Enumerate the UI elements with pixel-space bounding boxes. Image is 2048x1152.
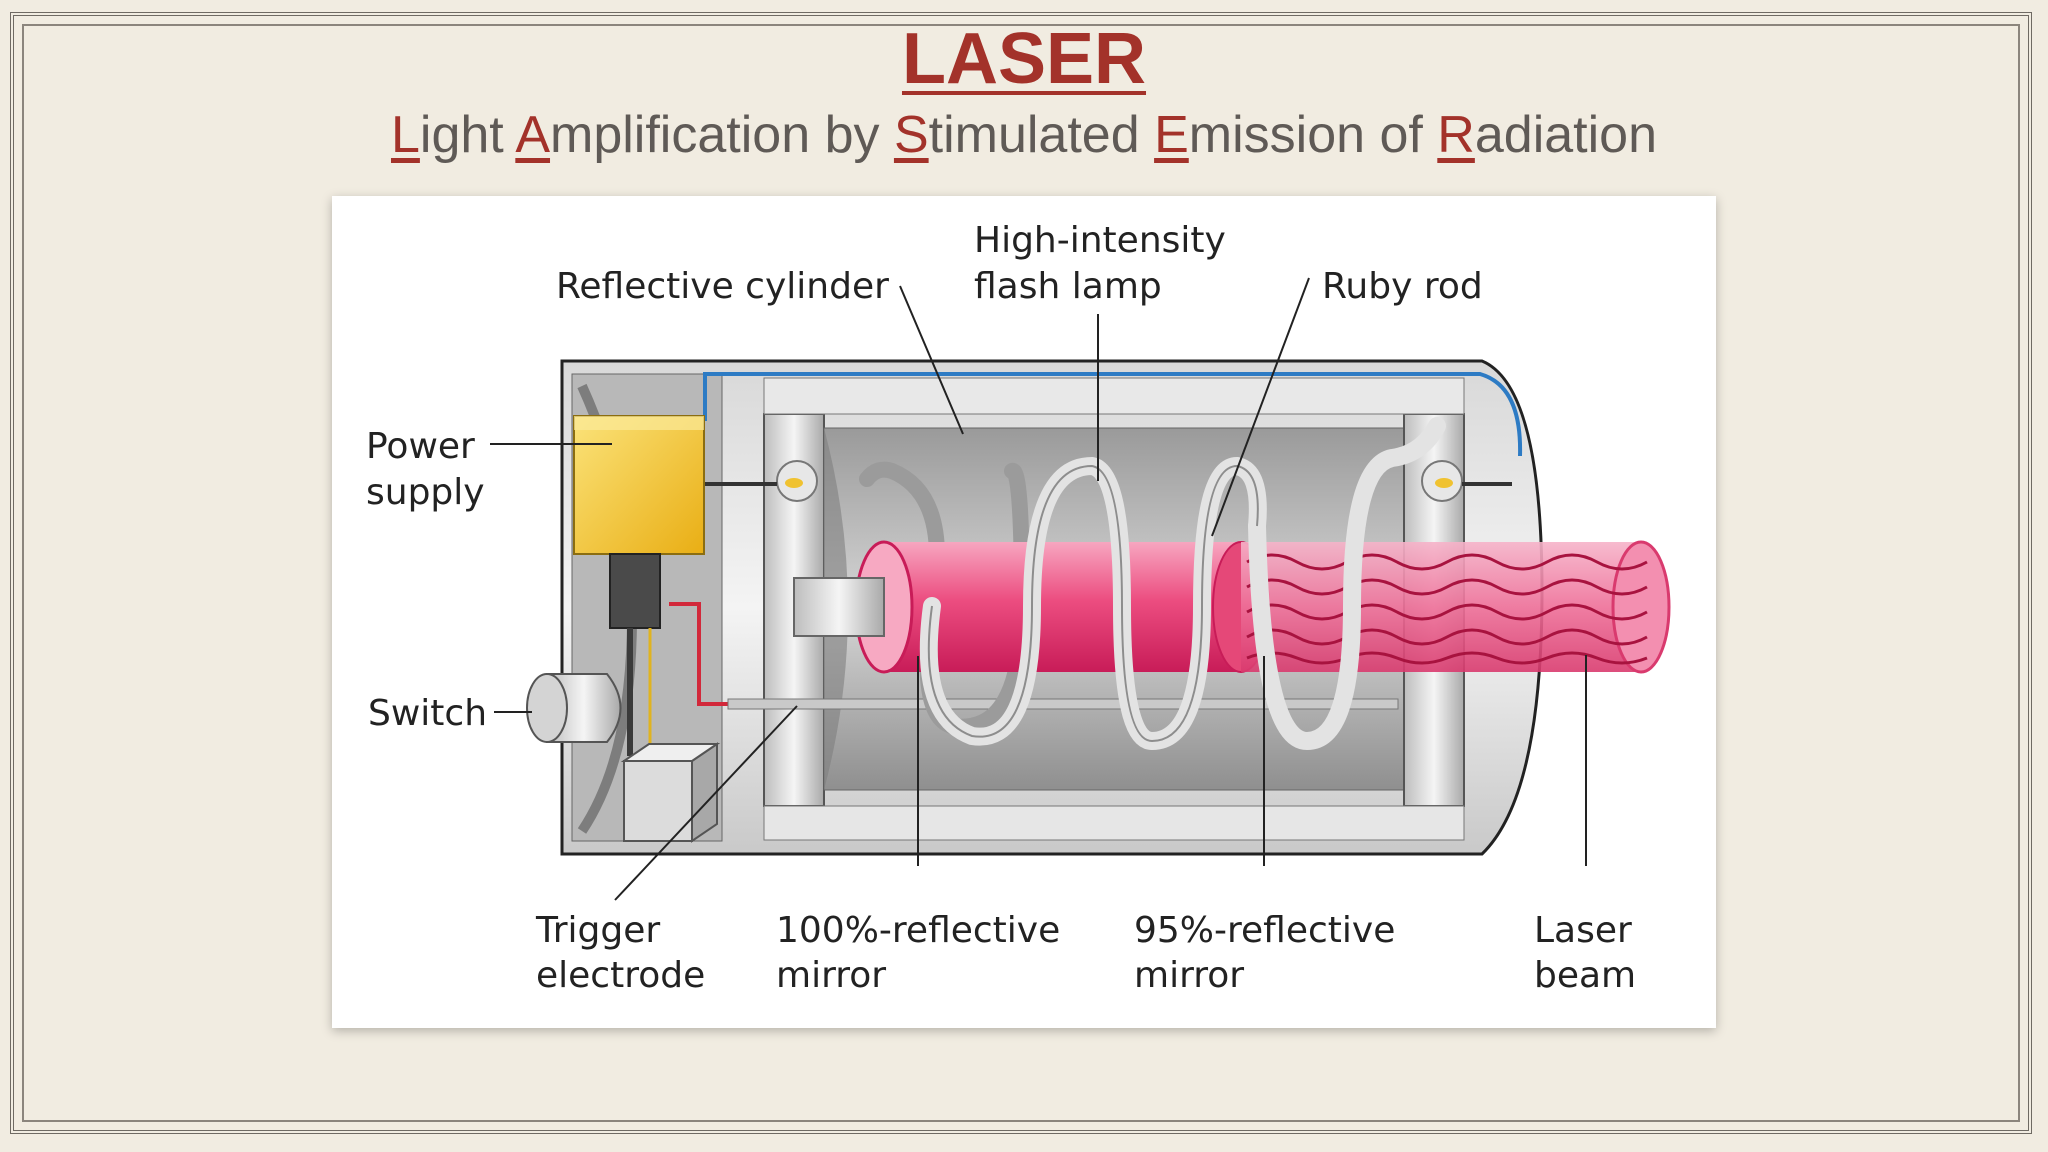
laser-beam: [1241, 540, 1671, 674]
label-mirror-100-line2: mirror: [776, 955, 886, 996]
lamp-electrode-left: [704, 460, 818, 502]
label-ruby-rod: Ruby rod: [1322, 266, 1483, 307]
power-cable: [609, 553, 661, 629]
leader-trigger-electrode: [614, 705, 798, 901]
top-rail: [763, 377, 1465, 415]
switch-body: [526, 673, 622, 743]
power-supply: [573, 415, 705, 555]
bottom-rail: [763, 805, 1465, 841]
label-flash-lamp-line2: flash lamp: [974, 266, 1162, 307]
trigger-wire-red: [669, 602, 728, 706]
ruby-laser-diagram: Reflective cylinder High-intensity flash…: [366, 220, 1671, 996]
label-mirror-100-line1: 100%-reflective: [776, 910, 1060, 951]
subtitle-text-5: adiation: [1474, 106, 1658, 164]
label-reflective-cylinder: Reflective cylinder: [556, 266, 889, 307]
leader-reflective-cylinder: [899, 285, 964, 435]
trigger-electrode-box: [620, 742, 721, 843]
leader-ruby-rod: [1211, 277, 1310, 537]
acronym-letter-r: R: [1437, 106, 1475, 164]
label-trigger-line2: electrode: [536, 955, 705, 996]
label-trigger-line1: Trigger: [535, 910, 660, 951]
leader-lines: [490, 277, 1587, 901]
label-power-supply-line1: Power: [366, 426, 475, 467]
mirror-100-support: [793, 577, 885, 637]
slide-title: LASER: [901, 19, 1147, 99]
slide-subtitle: Light Amplification by Stimulated Emissi…: [0, 105, 2048, 165]
label-power-supply-line2: supply: [366, 472, 485, 513]
acronym-letter-a: A: [515, 106, 551, 164]
flash-lamp-coil-outline: [927, 464, 1259, 743]
label-laser-beam-line2: beam: [1534, 955, 1636, 996]
subtitle-text-1: ight: [419, 106, 516, 164]
lamp-electrode-right: [1421, 460, 1512, 502]
ruby-rod: [854, 540, 1270, 674]
label-switch: Switch: [368, 693, 487, 734]
label-mirror-95-line1: 95%-reflective: [1134, 910, 1395, 951]
trigger-rod: [727, 698, 1399, 710]
label-flash-lamp-line1: High-intensity: [974, 220, 1226, 261]
acronym-letter-s: S: [893, 106, 929, 164]
subtitle-text-2: mplification by: [550, 106, 894, 164]
subtitle-text-4: mission of: [1188, 106, 1438, 164]
subtitle-text-3: timulated: [928, 106, 1155, 164]
label-mirror-95-line2: mirror: [1134, 955, 1244, 996]
acronym-letter-e: E: [1154, 106, 1189, 164]
power-wire-blue: [703, 372, 1523, 457]
diagram-panel: Reflective cylinder High-intensity flash…: [332, 196, 1716, 1028]
acronym-letter-l: L: [390, 106, 420, 164]
label-laser-beam-line1: Laser: [1534, 910, 1632, 951]
